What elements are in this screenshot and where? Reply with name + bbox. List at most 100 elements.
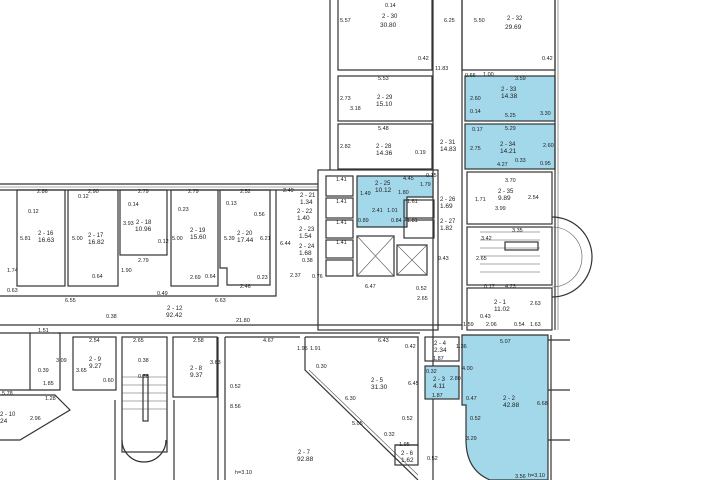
dimension-label: 2.37 (290, 273, 301, 279)
dimension-label: 2.46 (240, 284, 251, 290)
dimension-label: 0.14 (385, 3, 396, 9)
svg-text:92.88: 92.88 (297, 456, 314, 463)
dimension-label: 6.30 (345, 396, 356, 402)
svg-text:2 - 9: 2 - 9 (89, 357, 102, 363)
dimension-label: 6.55 (65, 298, 76, 304)
dimension-label: 6.21 (260, 236, 271, 242)
dimension-label: 1.74 (7, 268, 18, 274)
dimension-label: 1.61 (407, 199, 418, 205)
dimension-label: 0.89 (358, 218, 369, 224)
dimension-label: 3.99 (495, 206, 506, 212)
dimension-label: 1.85 (43, 381, 54, 387)
dimension-label: 1.01 (387, 208, 398, 214)
dimension-label: 2.41 (372, 208, 383, 214)
dimension-label: 0.54 (514, 322, 525, 328)
dimension-label: 0.12 (158, 239, 169, 245)
dimension-label: 0.14 (128, 202, 139, 208)
svg-text:2 - 8: 2 - 8 (190, 366, 203, 372)
svg-text:2.34: 2.34 (434, 347, 447, 354)
dimension-label: 11.83 (435, 66, 448, 72)
room-2-21: 2 - 211.34 (300, 193, 316, 206)
dimension-label: 0.38 (302, 258, 313, 264)
dimension-label: 3.29 (466, 436, 477, 442)
svg-text:24: 24 (0, 418, 8, 425)
svg-text:2 - 24: 2 - 24 (299, 244, 315, 250)
svg-text:2 - 20: 2 - 20 (237, 231, 253, 237)
dimension-label: 5.57 (340, 18, 351, 24)
dimension-label: 6.43 (378, 338, 389, 344)
dimension-label: 2.06 (486, 322, 497, 328)
svg-text:14.21: 14.21 (500, 148, 517, 155)
dimension-label: 1.41 (336, 220, 347, 226)
room-2-1: 2 - 111.02 (494, 300, 510, 313)
dimension-label: 3.35 (512, 228, 523, 234)
svg-text:2 - 17: 2 - 17 (88, 233, 104, 239)
dimension-label: 5.25 (505, 113, 516, 119)
dimension-label: 1.41 (336, 177, 347, 183)
dimension-label: 0.15 (426, 173, 437, 179)
dimension-label: 4.00 (462, 366, 473, 372)
svg-text:15.10: 15.10 (376, 101, 393, 108)
dimension-label: 21.80 (236, 318, 250, 324)
svg-text:10.12: 10.12 (375, 187, 392, 194)
svg-text:2 - 33: 2 - 33 (501, 87, 517, 93)
room-2-8: 2 - 89.37 (190, 366, 203, 379)
dimension-label: 0.39 (38, 368, 49, 374)
svg-text:30.80: 30.80 (380, 22, 397, 29)
dimension-label: 1.36 (456, 344, 467, 350)
svg-text:2 - 12: 2 - 12 (167, 306, 183, 312)
dimension-label: 0.17 (484, 284, 495, 290)
room-2-7: 2 - 792.88 (297, 450, 314, 463)
room-2-9: 2 - 99.27 (89, 357, 102, 370)
svg-text:42.88: 42.88 (503, 402, 520, 409)
dimension-label: 1.95 (297, 346, 308, 352)
dimension-label: 1.81 (407, 218, 418, 224)
dimension-label: 0.23 (257, 275, 268, 281)
dimension-label: 1.79 (420, 182, 431, 188)
room-2-2-fill (461, 334, 549, 480)
room-2-27: 2 - 271.82 (440, 219, 456, 232)
svg-text:2 - 1: 2 - 1 (494, 300, 507, 306)
dimension-label: 5.07 (500, 339, 511, 345)
dimension-label: 0.42 (418, 56, 429, 62)
svg-text:2 - 31: 2 - 31 (440, 140, 456, 146)
svg-text:2 - 3: 2 - 3 (433, 377, 446, 383)
dimension-label: 1.49 (360, 191, 371, 197)
dimension-label: 0.52 (427, 456, 438, 462)
dimension-label: 0.52 (470, 416, 481, 422)
dimension-label: 6.47 (365, 284, 376, 290)
dimension-label: 3.70 (505, 178, 516, 184)
dimension-label: 0.64 (92, 274, 103, 280)
room-2-35: 2 - 359.89 (498, 189, 514, 202)
height-note: h=3.10 (528, 473, 545, 479)
dimension-label: 2.60 (543, 143, 554, 149)
dimension-label: 1.91 (310, 346, 321, 352)
svg-text:2 - 35: 2 - 35 (498, 189, 514, 195)
dimension-label: 3.63 (210, 360, 221, 366)
dimension-label: 0.47 (466, 396, 477, 402)
dimension-label: 8.56 (230, 404, 241, 410)
dimension-label: 2.52 (240, 189, 251, 195)
dimension-label: 0.19 (415, 150, 426, 156)
dimension-label: 0.13 (226, 201, 237, 207)
svg-text:10.96: 10.96 (135, 226, 152, 233)
svg-text:2 - 4: 2 - 4 (434, 341, 447, 347)
dimension-label: 0.84 (391, 218, 402, 224)
dimension-label: 0.56 (254, 212, 265, 218)
svg-text:1.68: 1.68 (299, 250, 312, 257)
svg-text:2 - 29: 2 - 29 (377, 95, 393, 101)
dimension-label: 5.81 (20, 236, 31, 242)
dimension-label: 0.49 (157, 291, 168, 297)
dimension-label: 0.38 (138, 374, 149, 380)
dimension-label: 0.63 (7, 288, 18, 294)
room-2-2: 2 - 242.88 (503, 396, 520, 409)
svg-text:1.54: 1.54 (299, 233, 312, 240)
dimension-label: 0.42 (405, 344, 416, 350)
svg-text:2 - 18: 2 - 18 (136, 220, 152, 226)
